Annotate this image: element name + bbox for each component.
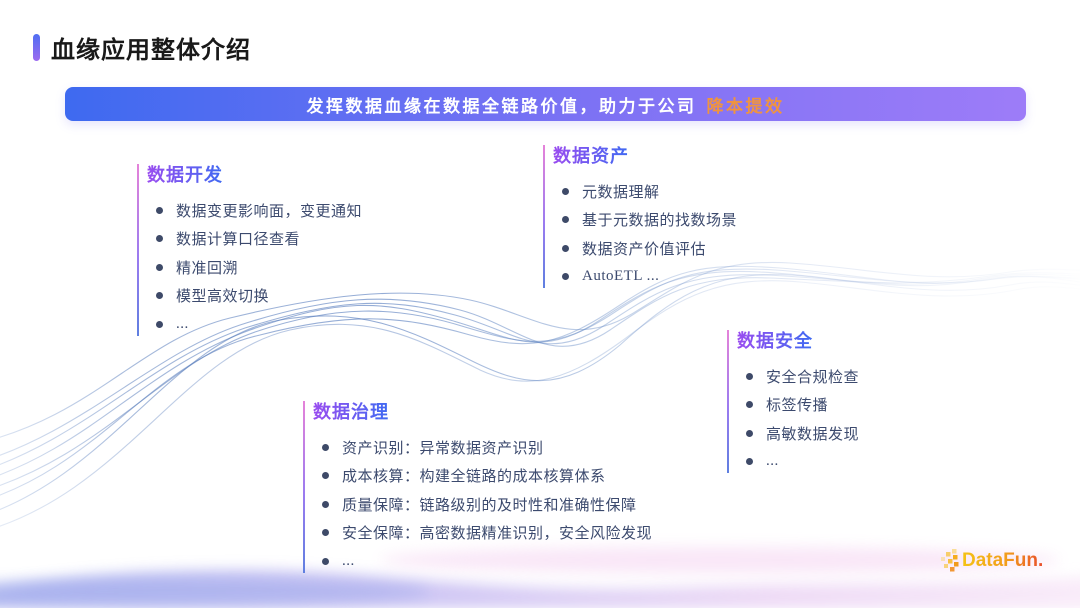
list-item-text: 质量保障：链路级别的及时性和准确性保障 xyxy=(342,497,637,514)
list-item-text: 数据变更影响面，变更通知 xyxy=(176,203,363,220)
list-item-text: 数据资产价值评估 xyxy=(582,241,707,258)
list-item: ... xyxy=(313,547,733,576)
bullet-icon xyxy=(322,500,329,508)
bullet-icon xyxy=(156,320,163,328)
list-item: 高敏数据发现 xyxy=(737,419,1027,448)
bullet-icon xyxy=(156,206,163,214)
list-item-text: ... xyxy=(766,453,779,470)
list-item-text: AutoETL ... xyxy=(582,268,660,285)
list-item: 资产识别：异常数据资产识别 xyxy=(313,433,733,462)
bullet-list: 数据变更影响面，变更通知 数据计算口径查看 精准回溯 模型高效切换 ... xyxy=(147,196,507,339)
list-item-text: 基于元数据的找数场景 xyxy=(582,213,738,230)
list-item: 模型高效切换 xyxy=(147,282,507,311)
list-item-text: 安全保障：高密数据精准识别，安全风险发现 xyxy=(342,526,653,543)
list-item-text: 数据计算口径查看 xyxy=(176,232,301,249)
bullet-list: 资产识别：异常数据资产识别 成本核算：构建全链路的成本核算体系 质量保障：链路级… xyxy=(313,433,733,576)
list-item: 精准回溯 xyxy=(147,253,507,282)
list-item-text: 精准回溯 xyxy=(176,260,239,277)
bullet-icon xyxy=(562,244,569,252)
section-title: 数据治理 xyxy=(313,398,389,424)
list-item: 标签传播 xyxy=(737,391,1027,420)
section-title: 数据安全 xyxy=(737,327,813,353)
list-item-text: 成本核算：构建全链路的成本核算体系 xyxy=(342,469,606,486)
bullet-icon xyxy=(322,472,329,480)
list-item: AutoETL ... xyxy=(553,263,913,292)
section-data-security: 数据安全 安全合规检查 标签传播 高敏数据发现 ... xyxy=(727,327,1027,476)
list-item: 元数据理解 xyxy=(553,177,913,206)
page-title: 血缘应用整体介绍 xyxy=(51,38,251,64)
section-data-assets: 数据资产 元数据理解 基于元数据的找数场景 数据资产价值评估 AutoETL .… xyxy=(543,142,913,291)
list-item: 质量保障：链路级别的及时性和准确性保障 xyxy=(313,490,733,519)
bullet-icon xyxy=(322,443,329,451)
bullet-icon xyxy=(562,187,569,195)
list-item-text: 安全合规检查 xyxy=(766,369,860,386)
list-item-text: 元数据理解 xyxy=(582,184,660,201)
value-banner: 发挥数据血缘在数据全链路价值，助力于公司 降本提效 xyxy=(65,87,1026,121)
list-item: 成本核算：构建全链路的成本核算体系 xyxy=(313,462,733,491)
list-item-text: 高敏数据发现 xyxy=(766,426,860,443)
bullet-icon xyxy=(562,216,569,224)
datafun-logo: DataFun. xyxy=(938,548,1043,574)
bullet-icon xyxy=(156,292,163,300)
list-item-text: 模型高效切换 xyxy=(176,289,270,306)
title-accent-bar-icon xyxy=(33,34,40,61)
bullet-icon xyxy=(746,429,753,437)
list-item-text: ... xyxy=(342,552,355,569)
list-item: ... xyxy=(147,310,507,339)
datafun-logo-mosaic-icon xyxy=(941,549,959,572)
list-item-text: 资产识别：异常数据资产识别 xyxy=(342,440,544,457)
bullet-icon xyxy=(562,273,569,281)
bullet-list: 元数据理解 基于元数据的找数场景 数据资产价值评估 AutoETL ... xyxy=(553,177,913,291)
bullet-icon xyxy=(322,529,329,537)
list-item: ... xyxy=(737,448,1027,477)
list-item-text: ... xyxy=(176,315,189,332)
list-item-text: 标签传播 xyxy=(766,398,829,415)
datafun-logo-text: DataFun. xyxy=(962,548,1043,574)
section-data-governance: 数据治理 资产识别：异常数据资产识别 成本核算：构建全链路的成本核算体系 质量保… xyxy=(303,398,733,576)
header: 血缘应用整体介绍 xyxy=(33,30,251,65)
banner-highlight-text: 降本提效 xyxy=(706,96,785,116)
banner-text: 发挥数据血缘在数据全链路价值，助力于公司 xyxy=(306,96,697,116)
list-item: 基于元数据的找数场景 xyxy=(553,206,913,235)
bullet-icon xyxy=(156,263,163,271)
bullet-icon xyxy=(156,235,163,243)
list-item: 数据变更影响面，变更通知 xyxy=(147,196,507,225)
bullet-icon xyxy=(746,458,753,466)
list-item: 数据资产价值评估 xyxy=(553,234,913,263)
bullet-icon xyxy=(746,372,753,380)
list-item: 数据计算口径查看 xyxy=(147,225,507,254)
bullet-icon xyxy=(322,557,329,565)
section-data-development: 数据开发 数据变更影响面，变更通知 数据计算口径查看 精准回溯 模型高效切换 .… xyxy=(137,161,507,339)
list-item: 安全保障：高密数据精准识别，安全风险发现 xyxy=(313,519,733,548)
section-title: 数据资产 xyxy=(553,142,629,168)
bullet-list: 安全合规检查 标签传播 高敏数据发现 ... xyxy=(737,362,1027,476)
list-item: 安全合规检查 xyxy=(737,362,1027,391)
section-title: 数据开发 xyxy=(147,161,223,187)
bullet-icon xyxy=(746,401,753,409)
